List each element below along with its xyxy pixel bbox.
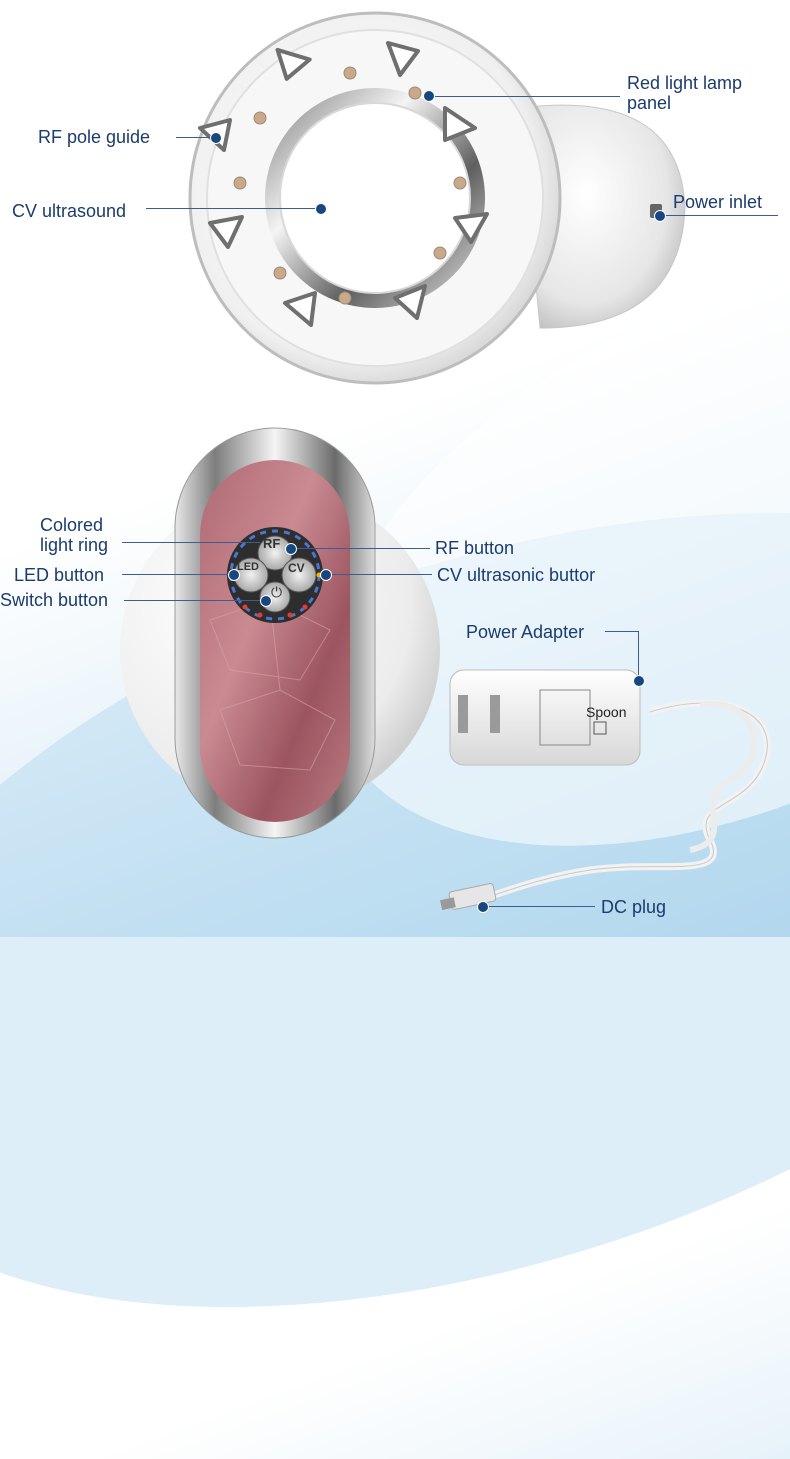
switch-pointer-dot bbox=[260, 595, 272, 607]
device-head-view bbox=[160, 8, 700, 388]
cv-ultrasonic-lead-line bbox=[326, 574, 432, 575]
cv-ultrasound-pointer-dot bbox=[315, 203, 327, 215]
rf-pole-lead-line bbox=[176, 137, 216, 138]
led-pointer-dot bbox=[228, 569, 240, 581]
device-rf-button: RF bbox=[263, 536, 281, 551]
cv-ultrasonic-button-label: CV ultrasonic buttor bbox=[437, 565, 596, 585]
colored-lead-line bbox=[122, 542, 260, 543]
cv-ultrasound-lead-line bbox=[146, 208, 318, 209]
led-lead-line bbox=[122, 574, 234, 575]
power-symbol-icon: ⏻ bbox=[271, 584, 283, 600]
power-adapter-pointer-dot bbox=[633, 675, 645, 687]
power-adapter-vertical-lead bbox=[638, 631, 639, 677]
red-light-label-line2: panel bbox=[627, 93, 672, 113]
red-light-lead-line bbox=[428, 96, 620, 97]
cv-ultrasound-label: CV ultrasound bbox=[12, 201, 127, 221]
rf-pole-guide-label: RF pole guide bbox=[38, 127, 151, 147]
power-adapter-image bbox=[440, 650, 790, 920]
cv-ultrasonic-pointer-dot bbox=[320, 569, 332, 581]
switch-button-label: Switch button bbox=[0, 590, 109, 610]
device-cv-button: CV bbox=[288, 561, 305, 575]
colored-label-line1: Colored bbox=[40, 515, 104, 535]
power-adapter-label: Power Adapter bbox=[466, 622, 585, 642]
power-inlet-lead-line bbox=[660, 215, 778, 216]
rf-button-label: RF button bbox=[435, 538, 515, 558]
red-light-label-line1: Red light lamp bbox=[627, 73, 743, 93]
dc-plug-label: DC plug bbox=[601, 897, 667, 917]
device-led-button: LED bbox=[237, 561, 259, 573]
dc-plug-pointer-dot bbox=[477, 901, 489, 913]
dc-plug-lead-line bbox=[483, 906, 595, 907]
spoon-text: Spoon bbox=[586, 704, 627, 720]
rf-lead-line bbox=[290, 548, 430, 549]
colored-label-line2: light ring bbox=[40, 535, 109, 555]
switch-lead-line bbox=[124, 600, 266, 601]
device-front-view bbox=[120, 420, 450, 900]
power-inlet-label: Power inlet bbox=[673, 192, 763, 212]
rf-pointer-dot bbox=[285, 543, 297, 555]
rf-pole-pointer-dot bbox=[210, 132, 222, 144]
power-adapter-lead-line bbox=[605, 631, 639, 632]
red-light-pointer-dot bbox=[423, 90, 435, 102]
led-button-label: LED button bbox=[14, 565, 105, 585]
power-inlet-pointer-dot bbox=[654, 210, 666, 222]
